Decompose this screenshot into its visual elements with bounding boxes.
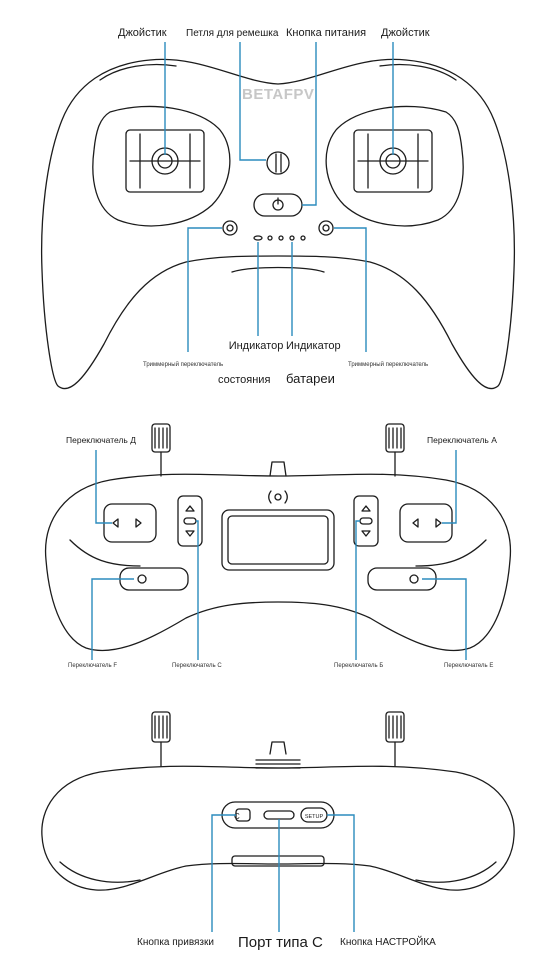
callout-switch-c: [196, 520, 199, 660]
switch-b-center: [359, 517, 373, 525]
top-bottom-cutout: [231, 266, 325, 273]
front-body-outline: [44, 473, 512, 652]
top-shoulder-left: [99, 63, 177, 81]
label-trim-right: Триммерный переключатель: [348, 362, 429, 368]
arrow-up-icon: [185, 505, 195, 512]
callout-trim-right: [334, 227, 367, 352]
label-switch-a: Переключатель А: [427, 435, 497, 445]
callout-bind-button: [211, 814, 236, 932]
wireless-icon: [274, 493, 282, 501]
arrow-right-icon: [135, 518, 142, 528]
label-bind-button: Кнопка привязки: [137, 937, 214, 948]
label-switch-d: Переключатель Д: [66, 435, 136, 445]
status-led: [253, 235, 263, 241]
front-lower-edge: [415, 539, 487, 567]
screen-inner: [227, 515, 329, 565]
label-status-indicator-line2: состояния: [218, 374, 271, 386]
callout-setup-button: [327, 814, 355, 932]
callout-power-button: [302, 42, 317, 206]
trim-switch-left-center: [226, 224, 234, 232]
callout-lines: [91, 42, 467, 932]
right-stick-recess: [325, 105, 464, 227]
strap-tab: [269, 741, 287, 755]
wireless-icon-wave: [268, 490, 272, 504]
label-usb-c-port: Порт типа С: [238, 934, 323, 951]
callout-switch-b: [355, 520, 360, 660]
callout-switch-f: [91, 578, 134, 660]
callout-switch-d: [95, 450, 112, 524]
label-status-indicator-line1: Индикатор: [228, 340, 284, 352]
label-joystick-left: Джойстик: [118, 27, 167, 39]
label-battery-indicator-line2: батареи: [286, 371, 335, 386]
betafpv-logo: BETAFPV: [242, 86, 315, 103]
bottom-foot: [231, 855, 325, 867]
callout-switch-a: [442, 450, 457, 524]
screen: [221, 509, 335, 571]
label-setup-button: Кнопка НАСТРОЙКА: [340, 937, 436, 948]
battery-led: [300, 235, 306, 241]
top-body-outline: [41, 58, 515, 390]
label-status-indicator: Индикатор: [222, 340, 290, 353]
top-shoulder-right: [379, 63, 457, 81]
strap-loop-icon: [266, 151, 290, 175]
label-switch-b: Переключатель Б: [334, 663, 384, 669]
label-strap-loop: Петля для ремешка: [186, 28, 279, 39]
arrow-left-icon: [112, 518, 119, 528]
callout-strap-loop: [239, 42, 266, 161]
switch-c[interactable]: [177, 495, 203, 547]
front-lower-edge: [69, 539, 141, 567]
bottom-body-outline: [41, 765, 515, 891]
label-switch-e: Переключатель Е: [444, 663, 494, 669]
arrow-down-icon: [361, 530, 371, 537]
callout-switch-e: [422, 578, 467, 660]
left-stick-recess: [92, 105, 231, 227]
arrow-left-icon: [412, 518, 419, 528]
label-switch-f: Переключатель F: [68, 663, 117, 669]
label-power-button: Кнопка питания: [286, 27, 367, 39]
setup-mark: SETUP: [305, 814, 324, 820]
trim-switch-left[interactable]: [222, 220, 238, 236]
arrow-up-icon: [361, 505, 371, 512]
label-battery-indicator-line1: Индикатор: [286, 340, 341, 352]
switch-f-dot: [137, 574, 147, 584]
battery-led: [278, 235, 284, 241]
power-button[interactable]: [253, 193, 303, 217]
switch-c-center: [183, 517, 197, 525]
label-trim-left: Триммерный переключатель: [143, 362, 224, 368]
bottom-lower-edge: [59, 861, 141, 883]
battery-led: [289, 235, 295, 241]
label-switch-c: Переключатель С: [172, 663, 222, 669]
usb-c-port[interactable]: [263, 810, 295, 820]
arrow-down-icon: [185, 530, 195, 537]
trim-switch-right[interactable]: [318, 220, 334, 236]
wireless-icon-wave: [284, 490, 288, 504]
bottom-view-controller: [41, 711, 515, 891]
bind-mark: C: [234, 812, 240, 821]
trim-switch-right-center: [322, 224, 330, 232]
strap-tab: [269, 461, 287, 477]
bottom-lower-edge: [415, 861, 497, 883]
switch-b[interactable]: [353, 495, 379, 547]
battery-led: [267, 235, 273, 241]
callout-trim-left: [187, 227, 222, 352]
switch-e-dot: [409, 574, 419, 584]
arrow-right-icon: [435, 518, 442, 528]
front-view-controller: [44, 423, 512, 652]
label-joystick-right: Джойстик: [381, 27, 430, 39]
